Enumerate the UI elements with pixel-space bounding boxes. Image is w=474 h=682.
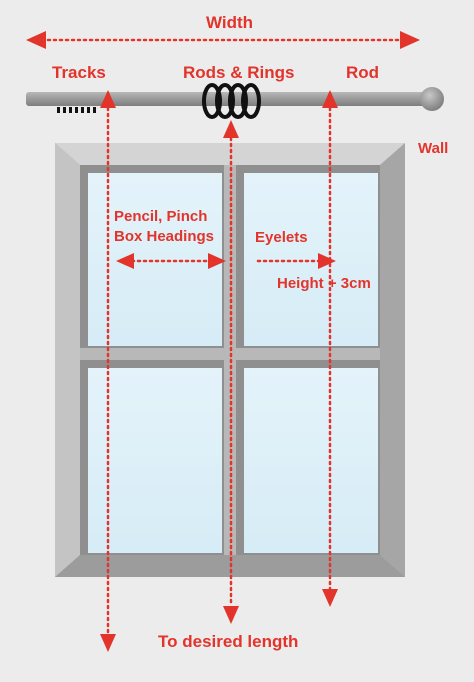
rod-label: Rod bbox=[346, 63, 380, 82]
tracks-arrow-down bbox=[100, 634, 116, 652]
window-frame-right-bevel bbox=[380, 143, 405, 577]
pencil-heading-label-line2: Box Headings bbox=[114, 228, 215, 245]
window-frame-left-bevel bbox=[55, 143, 80, 577]
desired-length-label: To desired length bbox=[158, 632, 299, 651]
window-icon bbox=[55, 143, 405, 577]
width-arrow-right bbox=[400, 31, 420, 49]
rod-arrow-down bbox=[322, 589, 338, 607]
eyelets-arrow-right bbox=[318, 253, 336, 269]
pencil-arrow-left bbox=[116, 253, 134, 269]
width-label: Width bbox=[206, 13, 254, 32]
rings-arrow-up bbox=[223, 120, 239, 138]
pencil-heading-label-line1: Pencil, Pinch bbox=[114, 208, 208, 225]
pane-bottom-left bbox=[88, 368, 222, 553]
pane-top-right bbox=[244, 173, 378, 346]
eyelets-label: Eyelets bbox=[255, 229, 308, 246]
rod-finial-icon bbox=[420, 87, 444, 111]
pane-bottom-right bbox=[244, 368, 378, 553]
window-frame-top-bevel bbox=[55, 143, 405, 165]
track-end-icon bbox=[57, 107, 96, 113]
width-arrow-left bbox=[26, 31, 46, 49]
tracks-label: Tracks bbox=[52, 63, 106, 82]
curtain-rings-icon bbox=[202, 83, 261, 119]
pencil-arrow-right bbox=[208, 253, 226, 269]
rings-arrow-down bbox=[223, 606, 239, 624]
tracks-arrow-up bbox=[100, 90, 116, 108]
height-label: Height + 3cm bbox=[277, 275, 371, 292]
rod-arrow-up bbox=[322, 90, 338, 108]
pane-top-left bbox=[88, 173, 222, 346]
wall-label: Wall bbox=[418, 140, 449, 157]
rods-rings-label: Rods & Rings bbox=[183, 63, 295, 82]
